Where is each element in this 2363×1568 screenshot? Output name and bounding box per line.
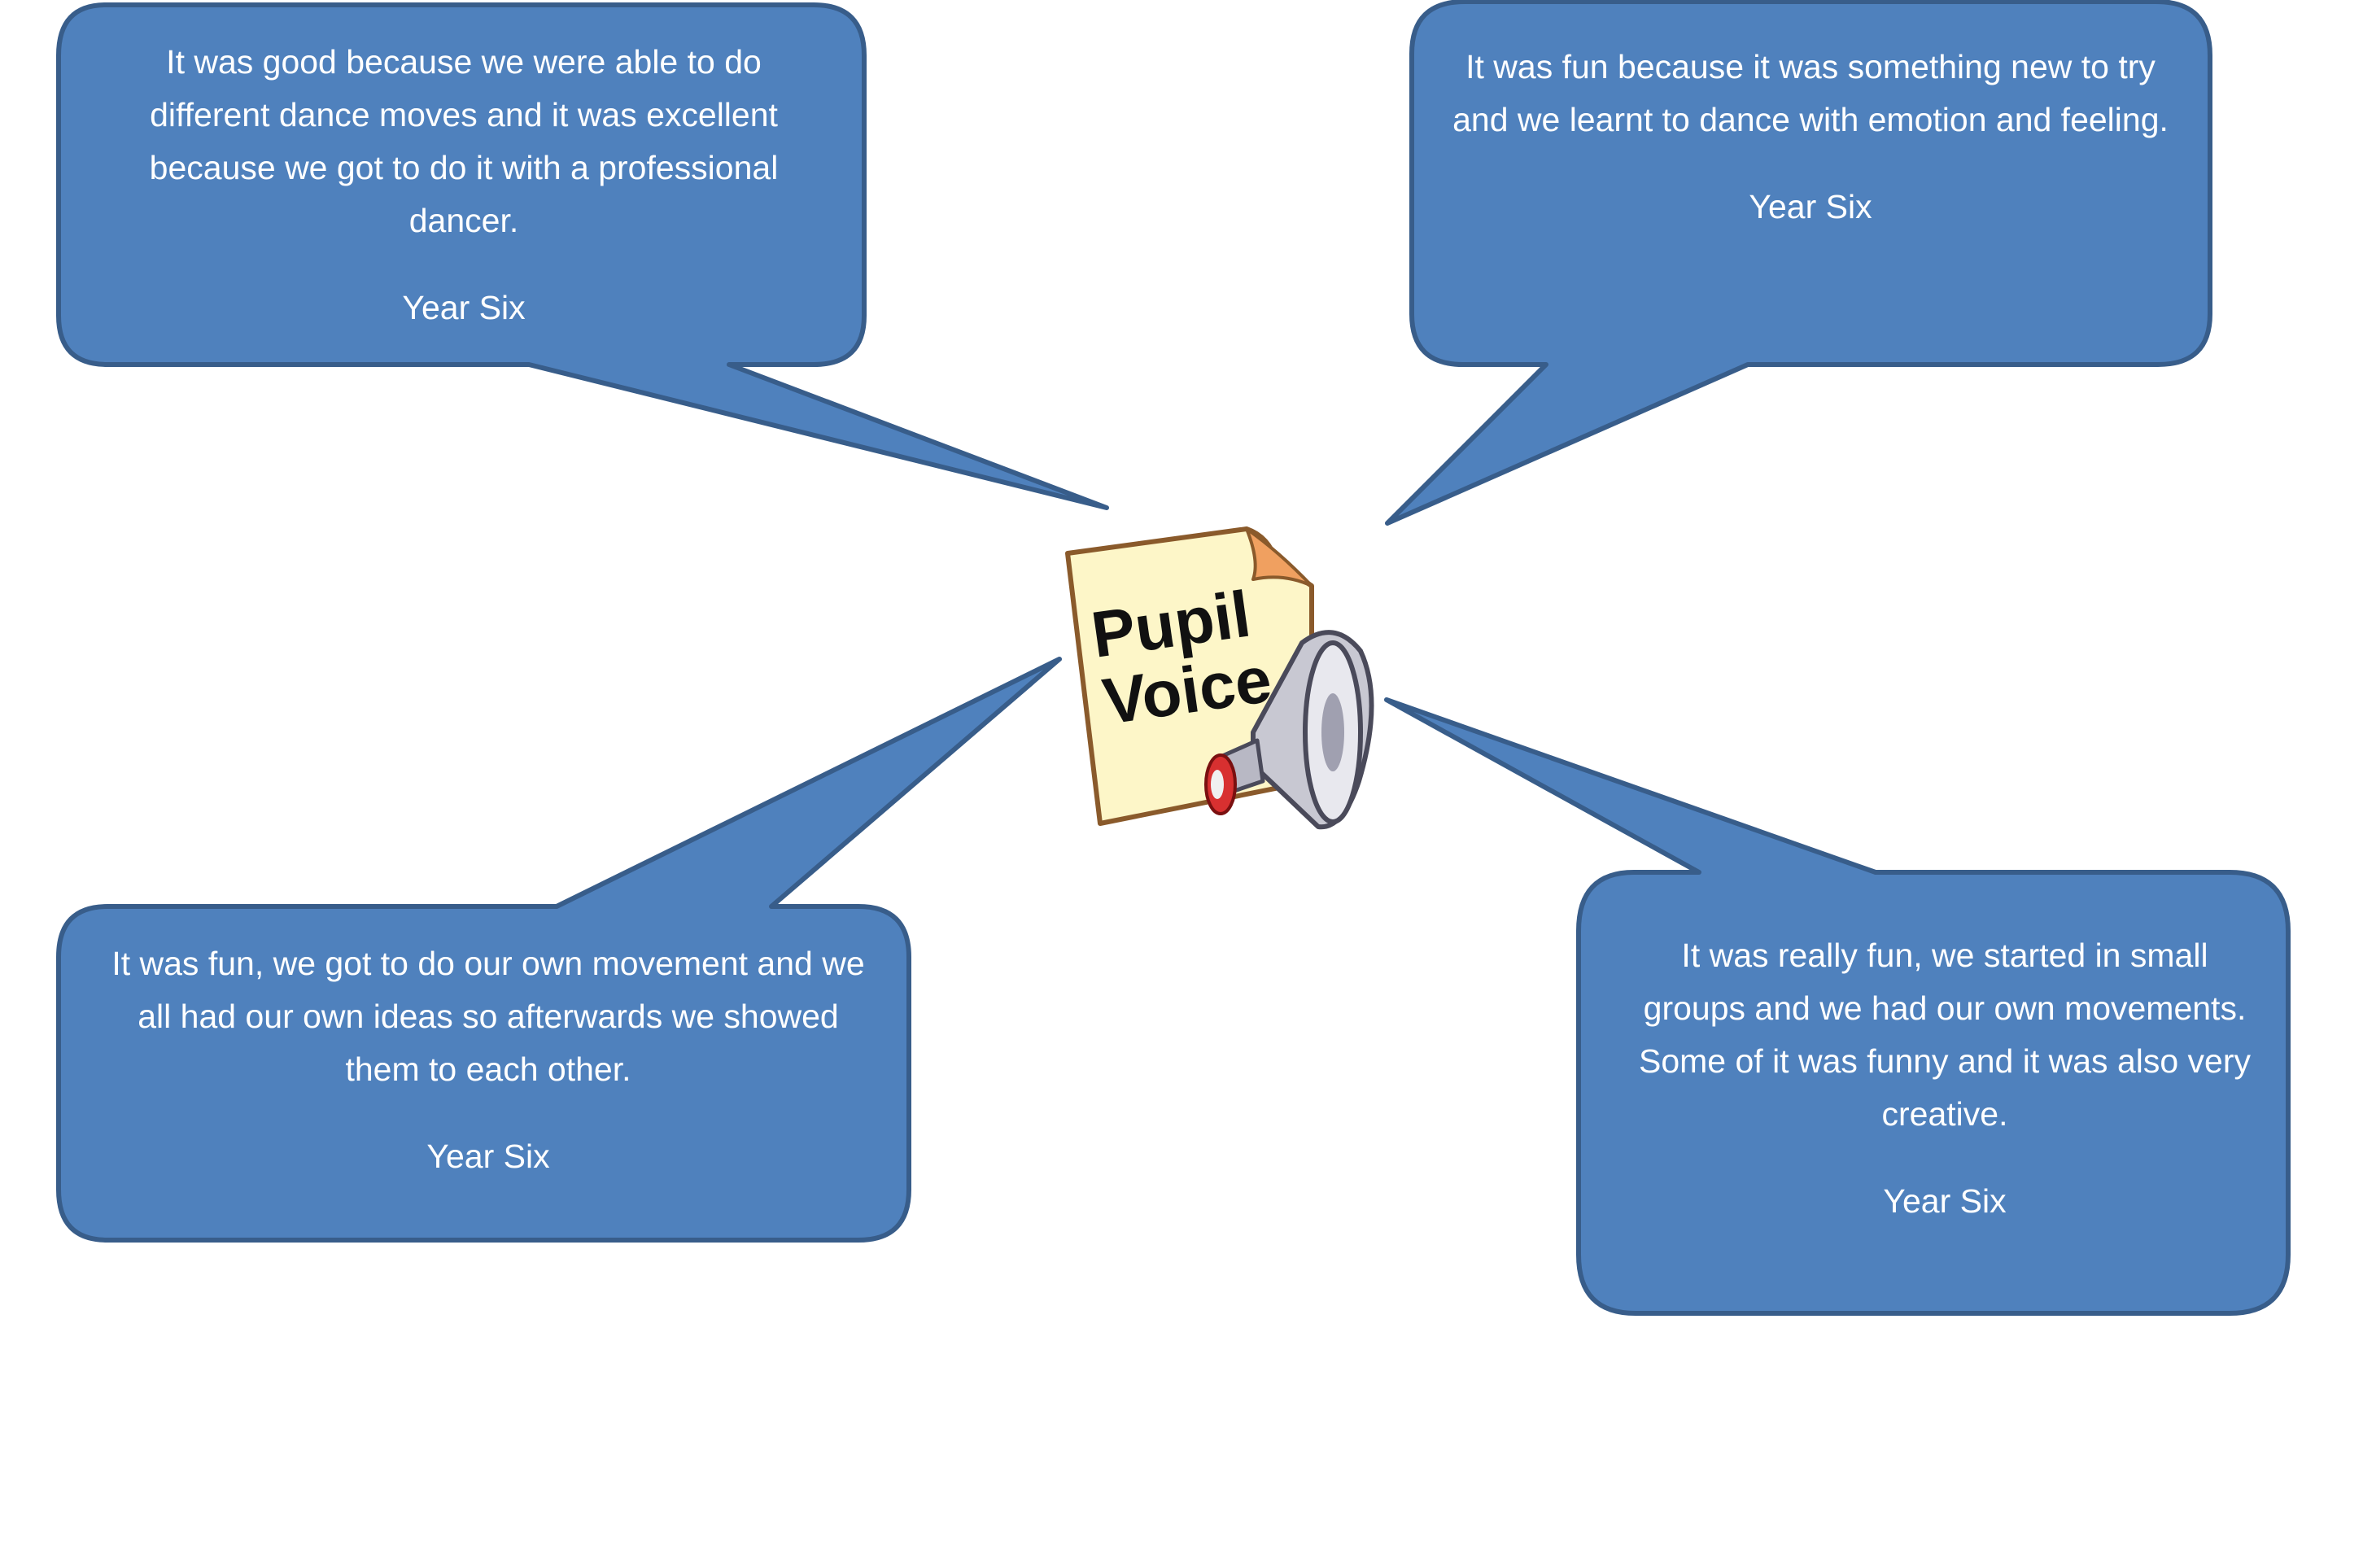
bubble-top-left-text: It was good because we were able to do d… (122, 36, 806, 334)
quote-text: It was fun, we got to do our own movemen… (111, 945, 865, 1088)
speech-bubble-top-left (56, 2, 1109, 510)
attribution-label: Year Six (1883, 1182, 2007, 1220)
attribution-label: Year Six (402, 289, 526, 326)
bubble-top-right-text: It was fun because it was something new … (1448, 41, 2173, 234)
bubble-bottom-right-text: It was really fun, we started in small g… (1627, 929, 2262, 1228)
pupil-voice-logo: Pupil Voice (1065, 526, 1374, 830)
speech-bubble-top-right (1385, 0, 2212, 526)
bubble-bottom-left-text: It was fun, we got to do our own movemen… (106, 937, 871, 1183)
attribution-label: Year Six (1749, 188, 1872, 225)
quote-text: It was fun because it was something new … (1452, 48, 2169, 138)
quote-text: It was good because we were able to do d… (149, 43, 779, 239)
speech-bubble-bottom-left (56, 657, 1062, 1243)
speech-bubble-bottom-right (1384, 697, 2291, 1316)
attribution-label: Year Six (426, 1138, 550, 1175)
document-megaphone-icon (1065, 526, 1374, 830)
quote-text: It was really fun, we started in small g… (1638, 937, 2251, 1133)
